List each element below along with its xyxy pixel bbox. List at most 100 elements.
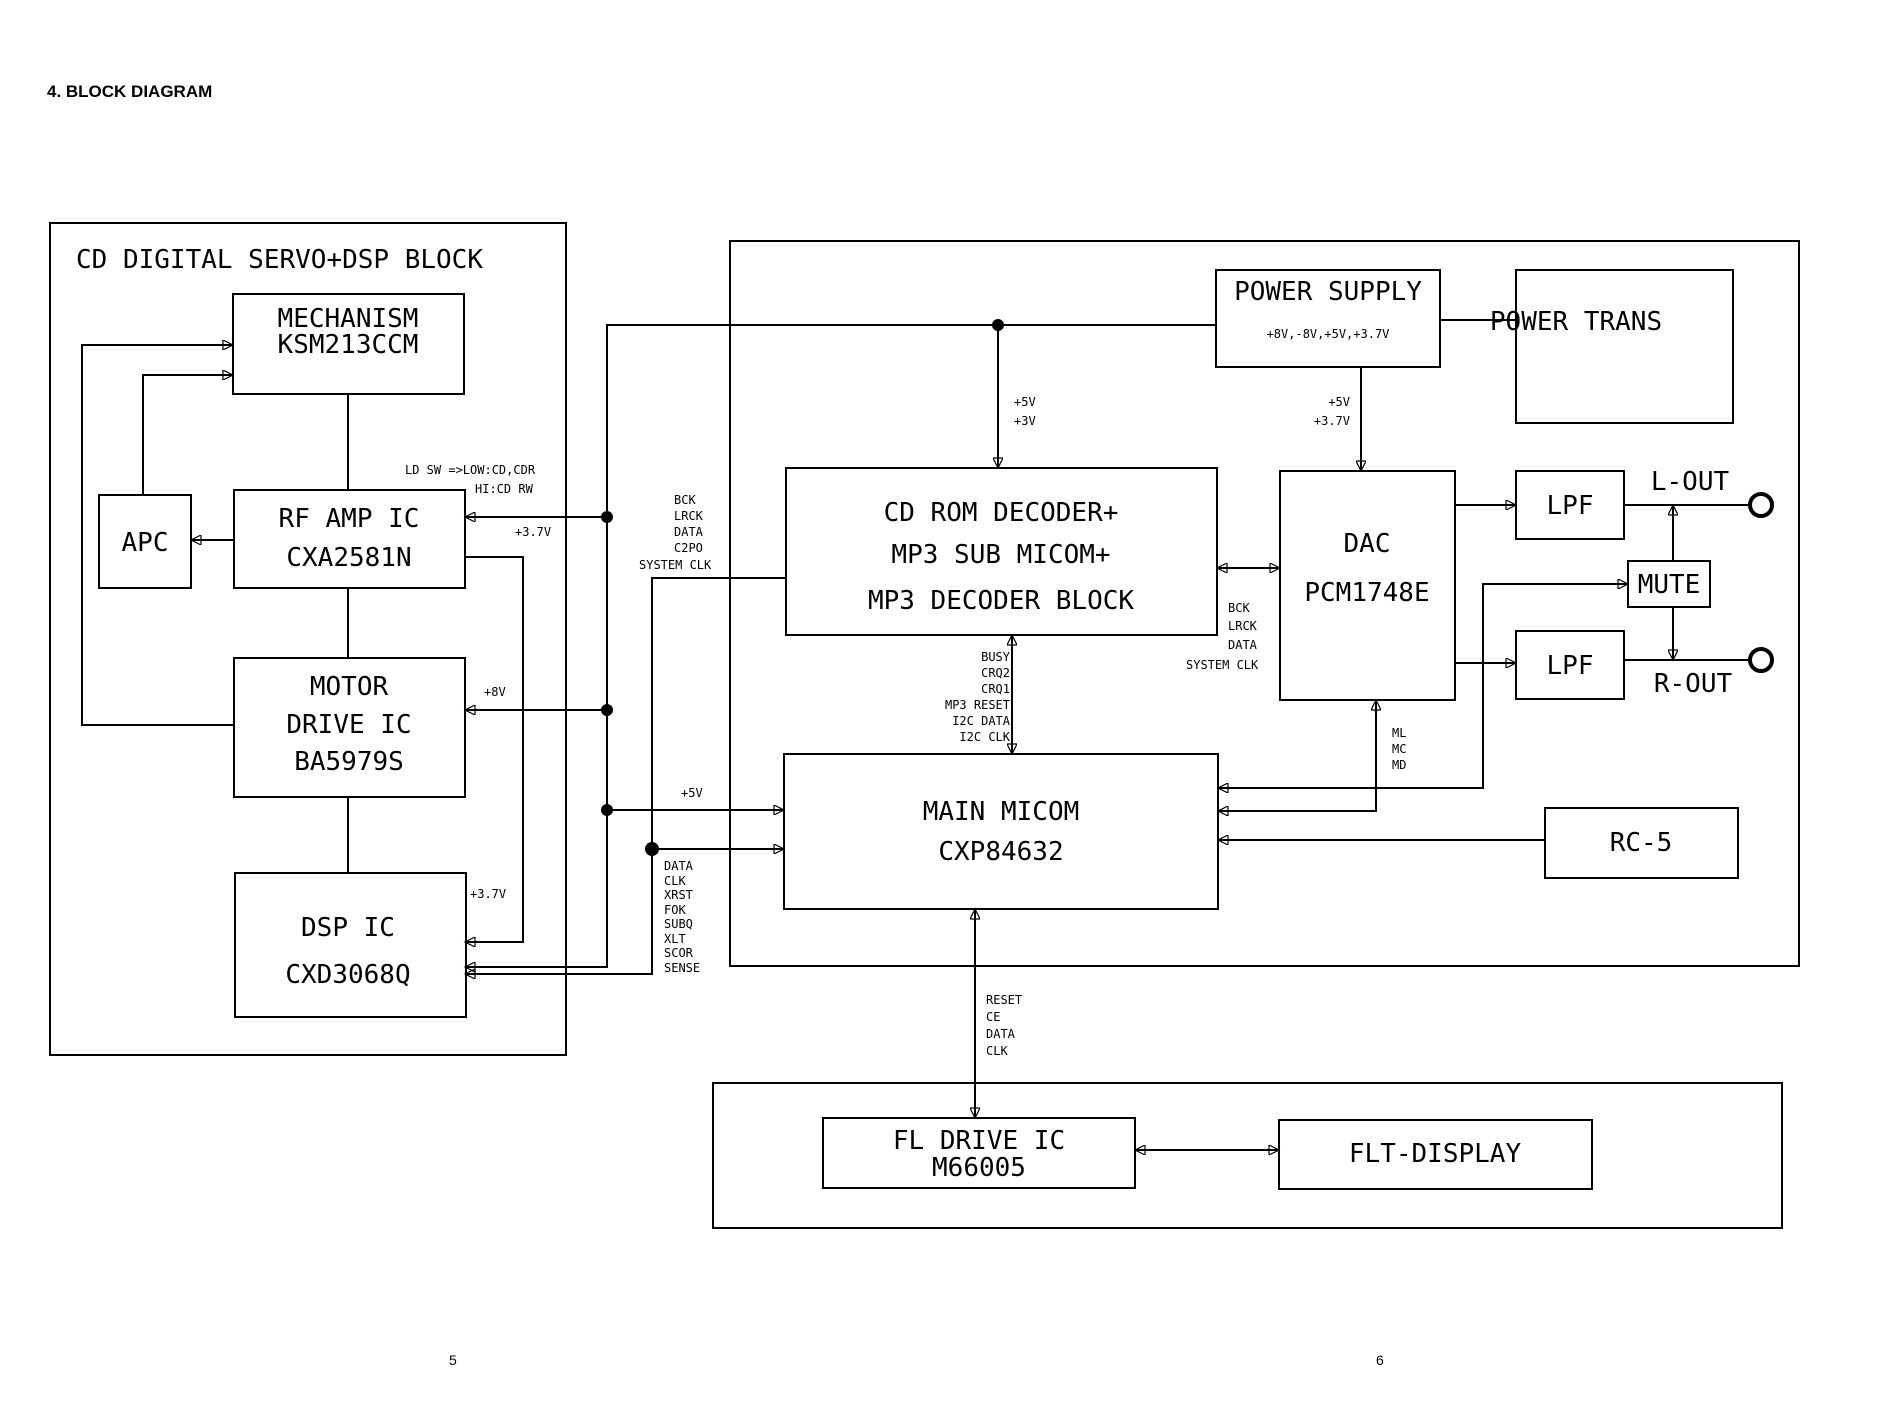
- signal-label: BCK: [674, 493, 696, 507]
- signal-label: SCOR: [664, 946, 694, 960]
- signal-label: DATA: [986, 1027, 1016, 1041]
- dac-label-2: PCM1748E: [1304, 578, 1429, 608]
- wire-motor-mech: [81, 345, 234, 726]
- main-5v-label: +5V: [681, 786, 703, 800]
- junction-dot: [601, 511, 613, 523]
- signal-label: SYSTEM CLK: [639, 558, 712, 572]
- rc5-block: [1544, 807, 1739, 879]
- signal-label: SYSTEM CLK: [1186, 658, 1259, 672]
- signal-label: BUSY: [981, 650, 1011, 664]
- motor-label-3: BA5979S: [294, 747, 404, 777]
- signal-label: DATA: [674, 525, 704, 539]
- signal-label: I2C DATA: [952, 714, 1011, 728]
- rf-3v7-label: +3.7V: [515, 525, 551, 539]
- signal-label: RESET: [986, 993, 1022, 1007]
- signal-label: XLT: [664, 932, 686, 946]
- dac-ctrl-labels: ML MC MD: [1392, 726, 1406, 772]
- main-micom-label-1: MAIN MICOM: [923, 797, 1080, 827]
- signal-label: XRST: [664, 888, 693, 902]
- dac-label-1: DAC: [1344, 529, 1391, 559]
- signal-label: MP3 RESET: [945, 698, 1010, 712]
- signal-label: DATA: [1228, 638, 1258, 652]
- fl-ctrl-labels: RESET CE DATA CLK: [986, 993, 1022, 1058]
- l-out-jack: [1748, 492, 1774, 518]
- wire-audio-bus: [465, 577, 786, 974]
- signal-label: SUBQ: [664, 917, 693, 931]
- power-supply-block: [1215, 269, 1441, 368]
- dsp-3v7-label: +3.7V: [470, 887, 506, 901]
- fl-drive-label-1: FL DRIVE IC: [893, 1126, 1065, 1156]
- wire-rf-dsp: [465, 556, 524, 942]
- signal-label: I2C CLK: [959, 730, 1010, 744]
- main-board-frame: [729, 240, 1800, 967]
- ps-cdrom-label-2: +3V: [1014, 414, 1036, 428]
- motor-label-1: MOTOR: [310, 672, 389, 702]
- dsp-ctrl-labels: DATA CLK XRST FOK SUBQ XLT SCOR SENSE: [664, 859, 700, 975]
- r-out-jack: [1748, 647, 1774, 673]
- wire-ps-main-bus: [465, 324, 1216, 967]
- junction-dot: [992, 319, 1004, 331]
- motor-drive-block: [233, 657, 466, 798]
- flt-display-label: FLT-DISPLAY: [1349, 1139, 1522, 1169]
- rf-amp-label-1: RF AMP IC: [279, 504, 420, 534]
- display-board-frame: [712, 1082, 1783, 1229]
- main-micom-label-2: CXP84632: [938, 837, 1063, 867]
- signal-label: MC: [1392, 742, 1406, 756]
- page-title: 4. BLOCK DIAGRAM: [47, 82, 213, 101]
- ps-cdrom-label-1: +5V: [1014, 395, 1036, 409]
- dsp-block: [234, 872, 467, 1018]
- junction-dot: [601, 804, 613, 816]
- junction-dot: [601, 704, 613, 716]
- cd-servo-label: CD DIGITAL SERVO+DSP BLOCK: [76, 245, 483, 275]
- dsp-label-2: CXD3068Q: [285, 960, 410, 990]
- cdrom-label-1: CD ROM DECODER+: [884, 498, 1119, 528]
- signal-label: ML: [1392, 726, 1406, 740]
- ps-dac-label-1: +5V: [1328, 395, 1350, 409]
- power-supply-label-1: POWER SUPPLY: [1234, 277, 1422, 307]
- cdrom-label-3: MP3 DECODER BLOCK: [868, 586, 1134, 616]
- signal-label: MD: [1392, 758, 1406, 772]
- r-out-label: R-OUT: [1654, 669, 1733, 699]
- mechanism-label-2: KSM213CCM: [278, 330, 419, 360]
- signal-label: FOK: [664, 903, 686, 917]
- rf-amp-label-2: CXA2581N: [286, 543, 411, 573]
- cdrom-label-2: MP3 SUB MICOM+: [891, 540, 1110, 570]
- ld-sw-label-2: HI:CD RW: [475, 482, 534, 496]
- signal-label: BCK: [1228, 601, 1250, 615]
- l-out-label: L-OUT: [1651, 467, 1730, 497]
- signal-label: CE: [986, 1010, 1000, 1024]
- page-number-left: 5: [449, 1352, 457, 1368]
- junction-dot: [645, 842, 659, 856]
- lpf-r-label: LPF: [1547, 651, 1594, 681]
- audio-bus-out-labels: BCK LRCK DATA SYSTEM CLK: [1186, 601, 1259, 672]
- wire-apc-mech: [142, 375, 233, 495]
- signal-label: CLK: [664, 874, 686, 888]
- power-supply-label-2: +8V,-8V,+5V,+3.7V: [1267, 327, 1390, 341]
- power-trans-label: POWER TRANS: [1490, 307, 1662, 337]
- dsp-label-1: DSP IC: [301, 913, 395, 943]
- signal-label: C2PO: [674, 541, 703, 555]
- signal-label: CLK: [986, 1044, 1008, 1058]
- power-trans-block: [1515, 269, 1734, 424]
- rc5-label: RC-5: [1610, 828, 1673, 858]
- signal-label: CRQ1: [981, 682, 1010, 696]
- signal-label: SENSE: [664, 961, 700, 975]
- wire-micom-dac: [1218, 700, 1376, 811]
- lpf-l-label: LPF: [1547, 491, 1594, 521]
- ps-dac-label-2: +3.7V: [1314, 414, 1350, 428]
- mute-label: MUTE: [1638, 570, 1701, 600]
- signal-label: LRCK: [1228, 619, 1258, 633]
- apc-label: APC: [122, 528, 169, 558]
- fl-drive-label-2: M66005: [932, 1153, 1026, 1183]
- motor-8v-label: +8V: [484, 685, 506, 699]
- signal-label: CRQ2: [981, 666, 1010, 680]
- signal-label: DATA: [664, 859, 694, 873]
- ld-sw-label-1: LD SW =>LOW:CD,CDR: [405, 463, 536, 477]
- motor-label-2: DRIVE IC: [286, 710, 411, 740]
- main-micom-block: [783, 753, 1219, 910]
- signal-label: LRCK: [674, 509, 704, 523]
- page-number-right: 6: [1376, 1352, 1384, 1368]
- audio-bus-in-labels: BCK LRCK DATA C2PO SYSTEM CLK: [639, 493, 712, 572]
- cd-servo-dsp-frame: [49, 222, 567, 1056]
